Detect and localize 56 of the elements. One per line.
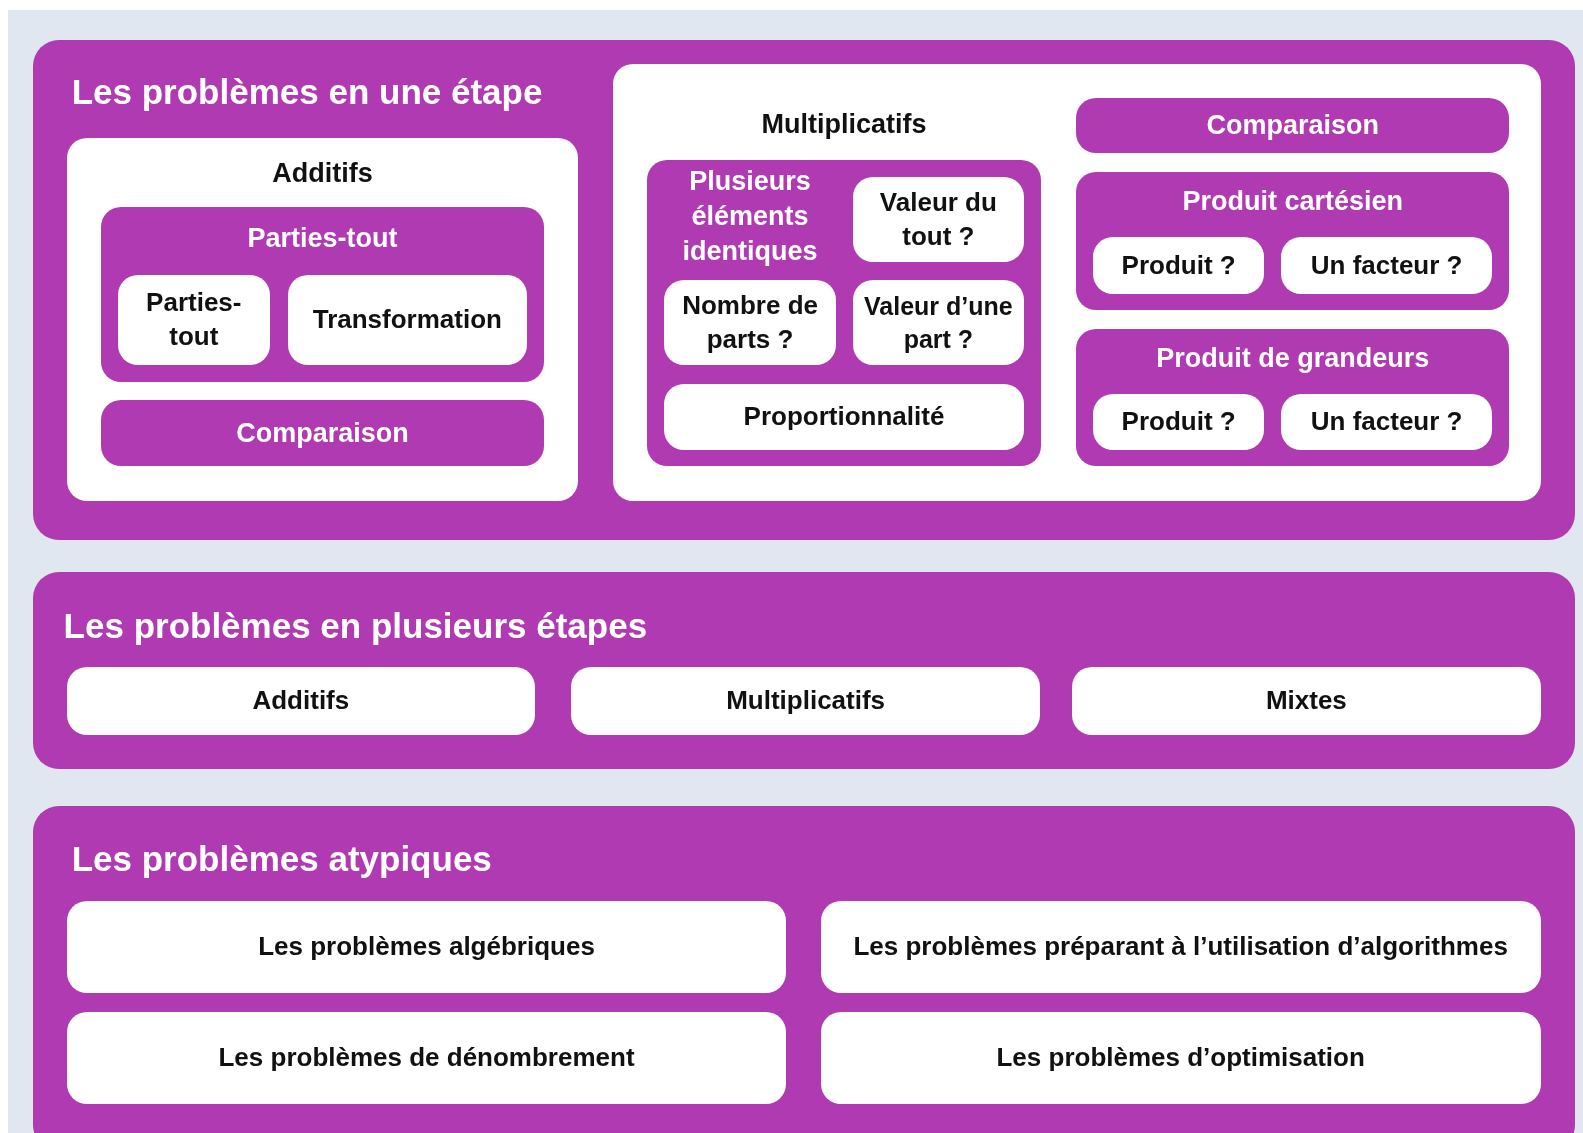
item-label: Les problèmes algébriques <box>257 930 596 964</box>
item-box <box>66 1011 787 1105</box>
item-label: Additifs <box>251 684 351 718</box>
heading: Les problèmes en plusieurs étapes <box>63 604 649 647</box>
item-label: Un facteur ? <box>1309 405 1464 439</box>
item-box <box>853 176 1024 263</box>
section-panel <box>33 805 1575 1133</box>
item-box <box>820 1011 1541 1105</box>
item-label: Les problèmes préparant à l’utilisation d’algorithmes <box>852 930 1509 964</box>
item-label: Les problèmes d’optimisation <box>995 1041 1366 1075</box>
group-card <box>66 138 579 501</box>
item-box <box>820 900 1541 994</box>
item-label: Produit ? <box>1120 405 1237 439</box>
item-box <box>1093 237 1264 294</box>
heading: Les problèmes atypiques <box>71 837 493 880</box>
item-label: Un facteur ? <box>1309 248 1464 282</box>
item-box <box>1281 393 1493 451</box>
heading: Produit cartésien <box>1181 184 1404 218</box>
item-box <box>287 274 527 366</box>
heading: Additifs <box>271 157 374 191</box>
item-label: Produit ? <box>1120 248 1237 282</box>
heading: Les problèmes en une étape <box>71 70 544 113</box>
item-label: Transformation <box>311 303 503 337</box>
item-box <box>66 900 787 994</box>
item-label: Nombre de parts ? <box>681 288 819 356</box>
item-label: Mixtes <box>1264 684 1348 718</box>
item-box <box>1093 393 1264 451</box>
category-box <box>1076 97 1510 154</box>
item-box <box>118 274 270 366</box>
heading: Plusieurs éléments identiques <box>681 164 819 268</box>
item-label: Multiplicatifs <box>725 684 887 718</box>
item-box <box>1072 667 1541 735</box>
item-label: Proportionnalité <box>742 400 946 433</box>
item-label: Parties-tout <box>145 286 243 353</box>
item-label: Les problèmes de dénombrement <box>217 1041 636 1075</box>
item-label: Valeur d’une part ? <box>863 291 1014 355</box>
heading: Parties-tout <box>246 222 399 256</box>
item-box <box>66 667 536 735</box>
category-box <box>100 399 545 467</box>
heading: Produit de grandeurs <box>1155 342 1431 376</box>
category-box <box>1076 329 1510 467</box>
item-label: Comparaison <box>235 416 410 450</box>
item-box <box>853 279 1024 366</box>
item-box <box>664 383 1024 451</box>
item-box <box>664 279 836 366</box>
category-box <box>100 206 545 382</box>
item-label: Comparaison <box>1205 109 1380 143</box>
category-box <box>1076 171 1510 310</box>
group-card <box>612 63 1541 501</box>
item-box <box>571 667 1040 735</box>
category-box <box>647 159 1041 467</box>
item-label: Valeur du tout ? <box>878 185 998 253</box>
section-panel <box>33 40 1575 541</box>
section-panel <box>33 572 1575 770</box>
item-box <box>1281 237 1493 294</box>
heading: Multiplicatifs <box>760 108 928 141</box>
